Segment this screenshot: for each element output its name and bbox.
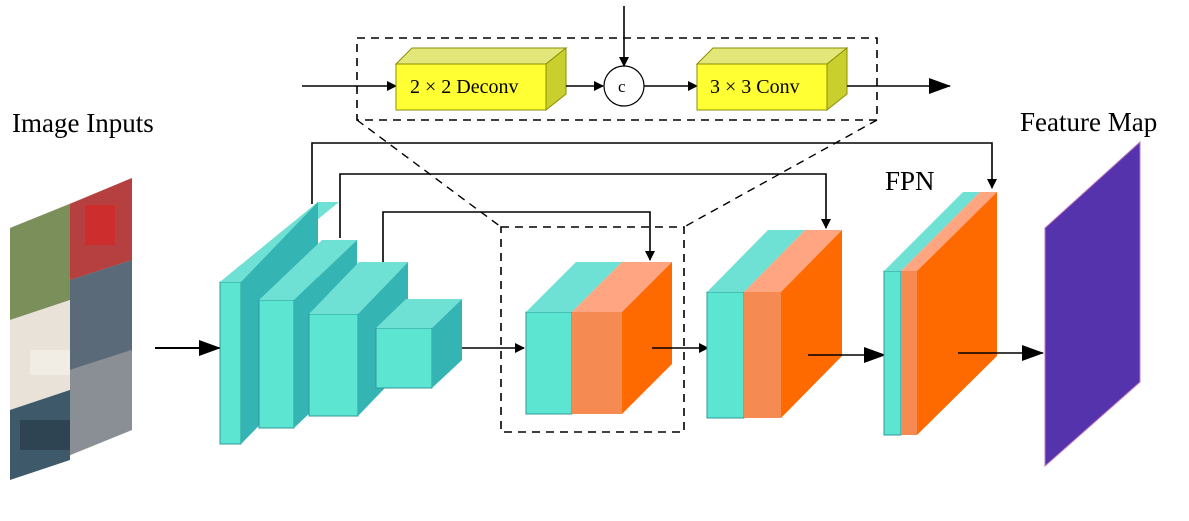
deconv-block[interactable] [394,46,568,112]
skip-connection-3 [382,211,655,262]
merge-block-highlight [500,226,685,433]
merge-block-1 [525,262,672,415]
conv-label: 3 × 3 Conv [710,76,800,98]
skip-connection-1 [311,142,997,204]
input-image [10,178,132,480]
merge-block-3 [883,192,997,436]
image-inputs-label: Image Inputs [12,108,154,138]
merge-block-2 [706,230,842,419]
module-detail-box [356,37,878,121]
fpn-label: FPN [885,166,935,196]
feature-map [1044,140,1141,468]
concat-label: c [618,77,626,96]
deconv-label: 2 × 2 Deconv [410,76,518,98]
feature-map-label: Feature Map [1020,107,1157,137]
zoom-line-left [356,119,502,228]
skip-connection-2 [339,173,831,238]
conv-block[interactable] [695,46,849,112]
zoom-line-right [683,119,878,228]
backbone-block-4 [375,299,462,389]
